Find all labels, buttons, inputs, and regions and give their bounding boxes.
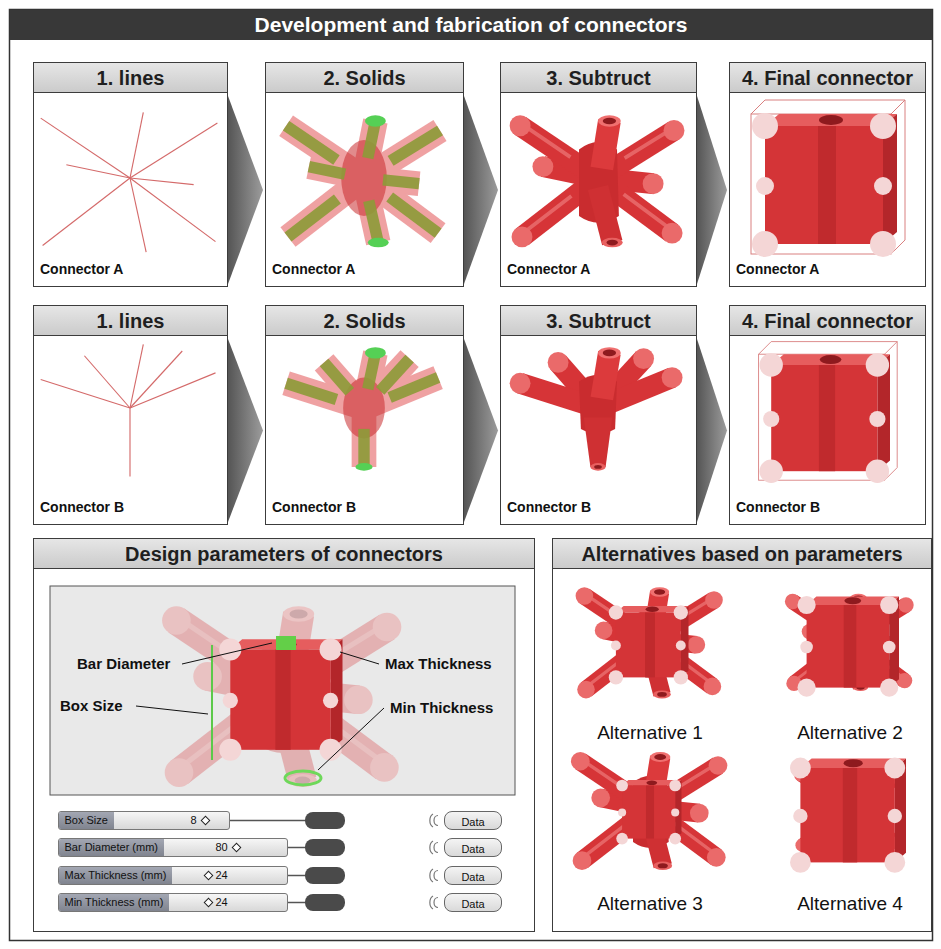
- line-sketch: [41, 112, 218, 252]
- callout-label: Box Size: [58, 697, 125, 715]
- figure-frame: [10, 10, 933, 941]
- step-chevron: [228, 96, 263, 284]
- panel-header: 2. Solids: [266, 306, 463, 336]
- final-connector: [752, 113, 897, 257]
- alternative-caption: Alternative 4: [797, 893, 903, 915]
- alternative-model: [790, 758, 906, 873]
- alternative-caption: Alternative 2: [797, 722, 903, 744]
- solid-model: [286, 347, 438, 471]
- step-chevron: [464, 339, 498, 522]
- data-label: Data: [461, 814, 484, 831]
- bar-diameter-mark: [276, 636, 296, 650]
- number-slider: Bar Diameter (mm) 80: [58, 838, 288, 857]
- box-size-edge: [211, 645, 213, 760]
- step-panel: 4. Final connectorConnector B: [729, 305, 926, 525]
- section-panel: Design parameters of connectorsBox Size 8…: [33, 538, 535, 932]
- connector-label: Connector B: [40, 499, 124, 515]
- alternative-model: [576, 587, 723, 698]
- alternative-model: [798, 596, 900, 697]
- connector-label: Connector A: [736, 261, 819, 277]
- min-thickness-ring: [285, 771, 321, 785]
- slider-value: 24: [216, 867, 228, 884]
- title-bar: Development and fabrication of connector…: [10, 10, 932, 40]
- step-panel: 1. linesConnector B: [33, 305, 228, 525]
- slider-name: Box Size: [59, 812, 114, 829]
- alternative-caption: Alternative 1: [597, 722, 703, 744]
- parameter-connector: [219, 638, 342, 760]
- slider-knob: [200, 815, 210, 825]
- subtracted-model: [510, 347, 683, 471]
- panel-header: 1. lines: [34, 306, 227, 336]
- data-component: Data: [444, 811, 502, 830]
- data-label: Data: [461, 841, 484, 858]
- connector-label: Connector B: [507, 499, 591, 515]
- slider-knob: [203, 870, 213, 880]
- number-slider: Box Size 8: [58, 811, 230, 830]
- panel-header: 4. Final connector: [730, 306, 925, 336]
- step-panel: 3. SubtructConnector B: [500, 305, 697, 525]
- alternative-model: [609, 605, 689, 684]
- ghost-bars: [162, 606, 401, 787]
- alternative-model: [616, 780, 681, 845]
- slider-name: Bar Diameter (mm): [59, 839, 165, 856]
- slider-name: Min Thickness (mm): [59, 894, 170, 911]
- parameter-view: [50, 586, 515, 795]
- connector-label: Connector B: [736, 499, 820, 515]
- step-panel: 4. Final connectorConnector A: [729, 62, 926, 287]
- callout-label: Min Thickness: [388, 699, 495, 717]
- solid-model: [286, 115, 440, 247]
- panel-header: Alternatives based on parameters: [553, 539, 931, 569]
- panel-header: 3. Subtruct: [501, 63, 696, 93]
- step-panel: 1. linesConnector A: [33, 62, 228, 287]
- connector-label: Connector A: [272, 261, 355, 277]
- slider-value: 8: [191, 812, 197, 829]
- line-sketch: [41, 344, 216, 476]
- callout-label: Max Thickness: [383, 655, 494, 673]
- alternative-caption: Alternative 3: [597, 893, 703, 915]
- connector-label: Connector A: [40, 261, 123, 277]
- wireless-marks: [430, 814, 438, 909]
- data-label: Data: [461, 869, 484, 886]
- connector-label: Connector A: [507, 261, 590, 277]
- panel-header: 3. Subtruct: [501, 306, 696, 336]
- number-slider: Min Thickness (mm) 24: [58, 893, 288, 912]
- step-chevron: [464, 96, 498, 284]
- step-chevron: [228, 339, 263, 522]
- step-panel: 2. SolidsConnector B: [265, 305, 464, 525]
- slider-value: 24: [216, 894, 228, 911]
- slider-knob: [203, 897, 213, 907]
- panel-header: 2. Solids: [266, 63, 463, 93]
- data-component: Data: [444, 838, 502, 857]
- final-connector: [760, 353, 891, 483]
- step-panel: 3. SubtructConnector A: [500, 62, 697, 287]
- slider-value: 80: [216, 839, 228, 856]
- connector-label: Connector B: [272, 499, 356, 515]
- number-slider: Max Thickness (mm) 24: [58, 866, 288, 885]
- slider-name: Max Thickness (mm): [59, 867, 173, 884]
- subtracted-model: [510, 115, 685, 247]
- step-chevron: [697, 339, 727, 522]
- callout-label: Bar Diameter: [75, 655, 172, 673]
- data-label: Data: [461, 896, 484, 913]
- panel-header: Design parameters of connectors: [34, 539, 534, 569]
- step-panel: 2. SolidsConnector A: [265, 62, 464, 287]
- data-component: Data: [444, 893, 502, 912]
- slider-knob: [231, 842, 241, 852]
- panel-header: 1. lines: [34, 63, 227, 93]
- alternative-model: [571, 752, 727, 870]
- data-component: Data: [444, 866, 502, 885]
- step-chevron: [697, 96, 727, 284]
- leader-lines: [136, 643, 384, 770]
- panel-header: 4. Final connector: [730, 63, 925, 93]
